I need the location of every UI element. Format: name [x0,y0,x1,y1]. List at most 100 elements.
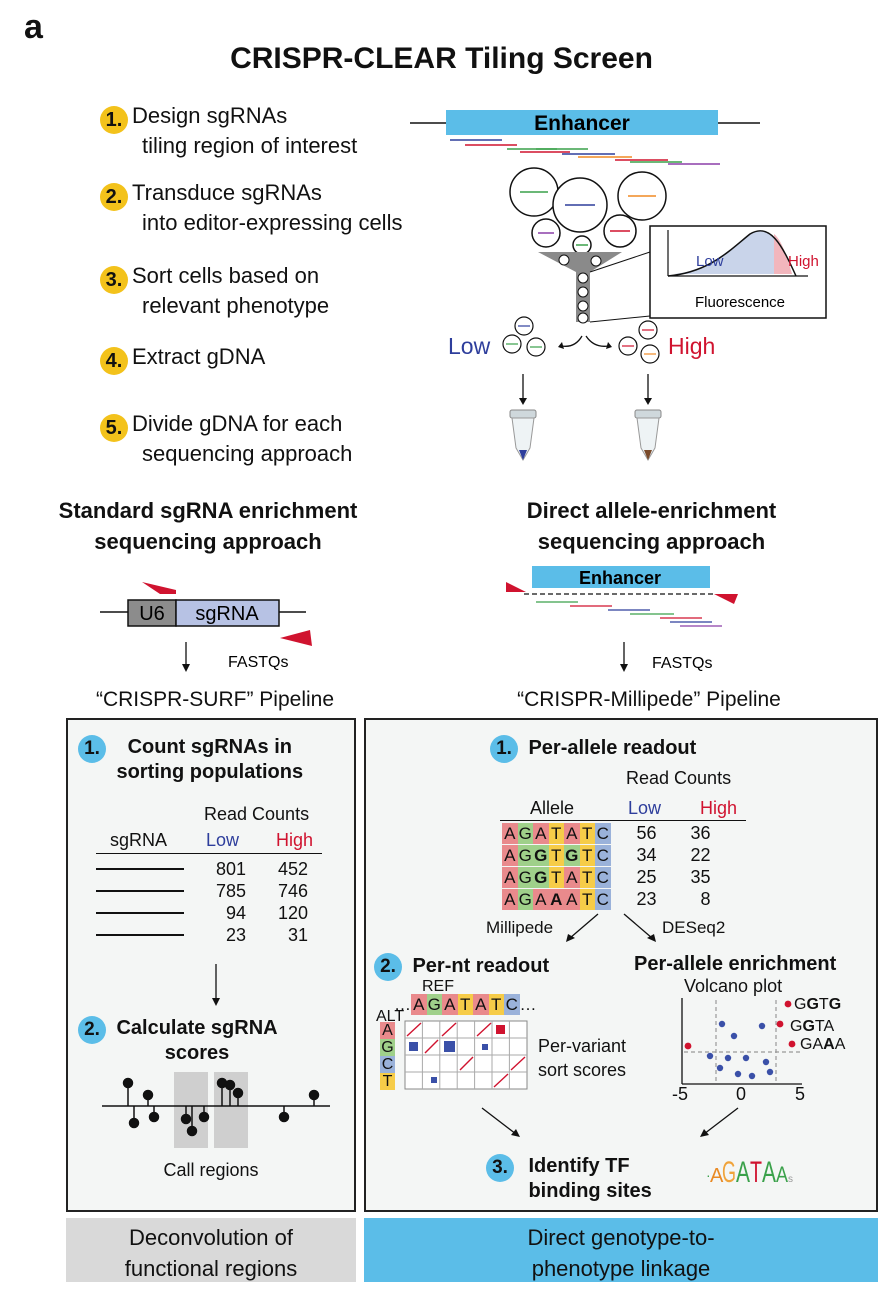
millipede-step-3: 3. Identify TF binding sites [486,1154,652,1204]
count-low: 94 [225,902,246,923]
nucleotide: T [457,994,473,1015]
nucleotide: T [548,845,564,866]
fastq-label: FASTQs [228,654,288,671]
step-badge: 2. [374,953,402,981]
per-variant-line-2: sort scores [538,1060,627,1080]
right-pipeline-label: “CRISPR-Millipede” Pipeline [517,688,781,711]
per-variant-line-1: Per-variant [538,1036,627,1056]
nucleotide: C [595,867,611,888]
nucleotide: T [548,823,564,844]
step-badge: 2. [78,1016,106,1044]
volcano-label: Volcano plot [684,976,783,996]
count-low: 801 [215,858,246,879]
surf-step-1: 1. Count sgRNAs in sorting populations [78,735,348,785]
nucleotide: G [517,823,533,844]
sort-high-label: High [668,333,715,359]
sort-low-label: Low [448,333,491,359]
nucleotide: C [595,889,611,910]
step-badge: 3. [486,1154,514,1182]
right-approach-header: Direct allele-enrichment sequencing appr… [420,495,883,557]
count-low: 785 [215,880,246,901]
sorted-cells [502,316,660,364]
cells [509,167,667,255]
table-row: 94 120 [96,902,322,924]
footer-line-2: phenotype linkage [531,1256,711,1281]
label-char: G [806,996,819,1013]
volcano-point-label: GGTG [794,996,841,1014]
sgrna-construct: U6 sgRNA FASTQs [100,582,312,672]
deseq2-branch-label: DESeq2 [662,918,726,937]
header-line-1: Direct allele-enrichment [526,498,777,523]
nucleotide: T [579,823,595,844]
label-char: G [794,996,807,1013]
fastq-label: FASTQs [652,655,712,672]
table-row: 23 31 [96,924,322,946]
col-allele: Allele [530,798,575,818]
alt-nt: T [380,1073,395,1090]
table-row: 785 746 [96,880,322,902]
nucleotide: A [548,889,564,910]
step-label-2: sorting populations [116,761,304,783]
col-high: High [276,830,314,850]
nucleotide: A [502,889,518,910]
alt-label: ALT [376,1008,405,1025]
nucleotide: G [533,845,549,866]
nucleotide: A [502,867,518,888]
nucleotide: A [473,994,489,1015]
enhancer-label: Enhancer [534,112,630,135]
step-text-2: into editor-expressing cells [142,210,403,235]
count-low: 56 [636,823,657,843]
tube-low [509,409,537,461]
millipede-branch-label: Millipede [486,918,554,937]
nucleotide: A [564,889,580,910]
nucleotide: T [579,867,595,888]
step-5: 5.Divide gDNA for each sequencing approa… [100,412,352,465]
ellipsis-left: … [394,994,411,1014]
right-footer: Direct genotype-to- phenotype linkage [364,1218,878,1282]
inset-high-label: High [788,253,819,270]
label-char: G [828,996,842,1013]
ref-label: REF [422,978,454,995]
nucleotide: A [564,823,580,844]
sgrna-table: 801 452 785 746 94 120 23 31 [96,858,322,946]
step-badge: 5. [100,414,128,442]
nucleotide: T [548,867,564,888]
per-allele-enrichment-label: Per-allele enrichment [634,953,837,975]
sgrna-tiles [450,139,720,165]
inset-xlabel: Fluorescence [695,294,785,311]
label-char: T [814,1018,824,1035]
table-rule [500,820,746,821]
step-label: Per-nt readout [412,955,550,977]
footer-line-2: functional regions [124,1256,298,1281]
nucleotide: A [442,994,458,1015]
u6-label: U6 [139,603,165,625]
read-counts-header: Read Counts [204,804,310,824]
left-footer: Deconvolution of functional regions [66,1218,356,1282]
alt-nt: G [380,1039,395,1056]
step-badge: 4. [100,347,128,375]
enhancer-bar [532,566,710,588]
left-pipeline-label: “CRISPR-SURF” Pipeline [95,688,335,711]
nucleotide: G [533,867,549,888]
col-sgrna: sgRNA [110,830,168,850]
count-high: 452 [277,858,308,879]
read-counts-header: Read Counts [626,768,732,788]
count-high: 22 [690,845,711,865]
footer-line-1: Direct genotype-to- [527,1225,715,1250]
step-3: 3.Sort cells based on relevant phenotype [100,264,329,317]
table-rule [96,853,322,854]
inset-low-label: Low [696,253,724,270]
count-low: 34 [636,845,657,865]
sort-schematic: Enhancer Low High Fluorescence Low [410,110,827,461]
converge-arrows [481,1107,739,1137]
nucleotide: G [517,867,533,888]
col-low: Low [206,830,240,850]
nucleotide: A [564,867,580,888]
count-low: 23 [636,889,657,909]
